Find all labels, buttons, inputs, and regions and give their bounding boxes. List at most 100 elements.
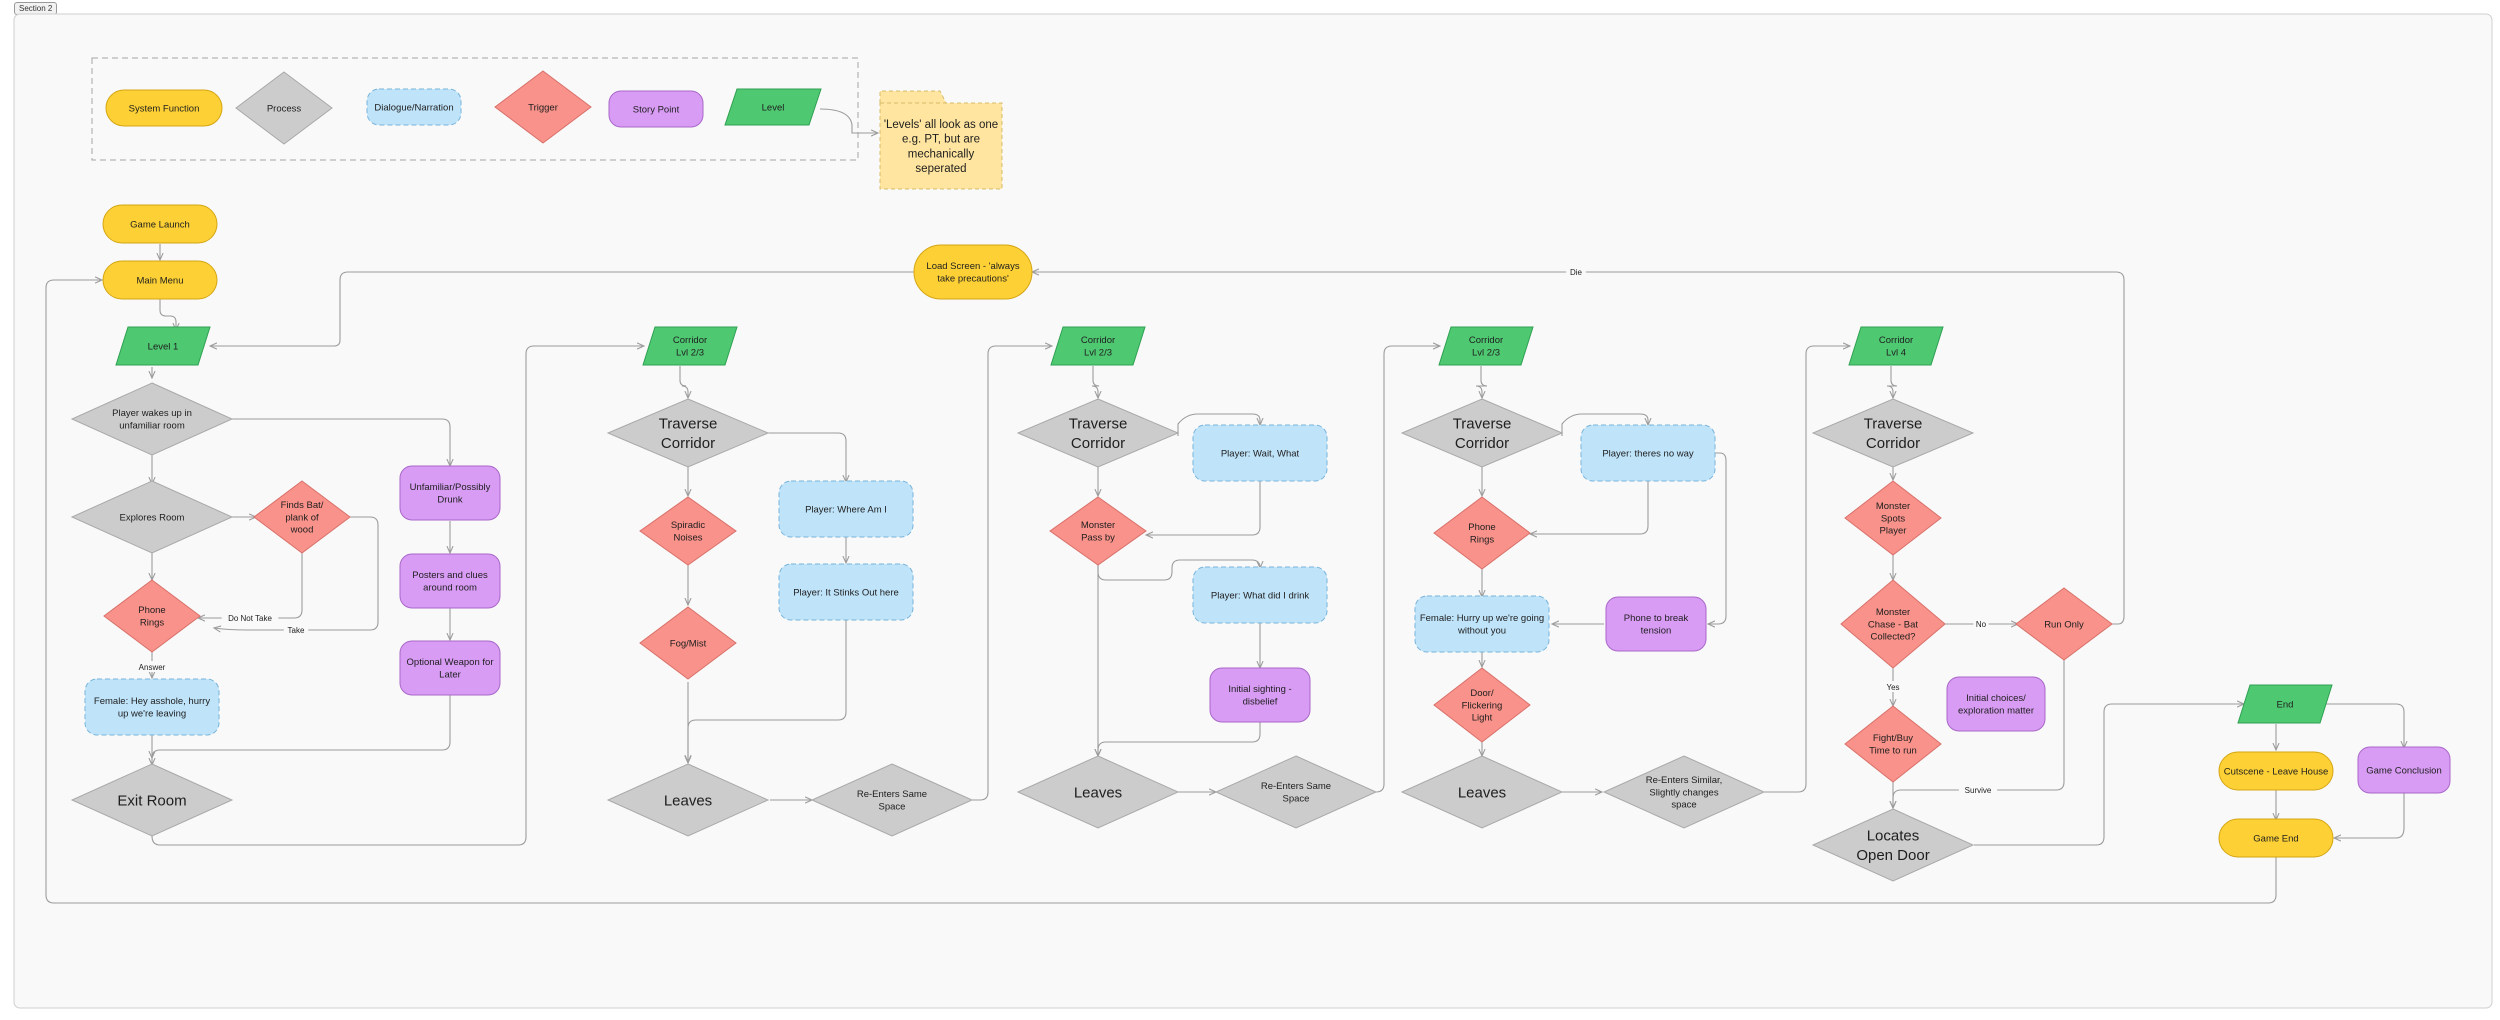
edge-finds-phone1-donottake — [198, 550, 303, 618]
node-game-end[interactable]: Game End — [2218, 818, 2334, 858]
node-c3-tension-shape — [1605, 596, 1707, 652]
node-game-end-label: Game End — [2253, 833, 2298, 844]
node-c3-noway-shape — [1580, 424, 1716, 482]
edge-c2reenter-c3 — [1375, 346, 1440, 793]
node-game-launch[interactable]: Game Launch — [102, 204, 218, 244]
node-posters-shape — [399, 553, 501, 609]
node-c1-stinks-shape — [778, 563, 914, 621]
legend-trigger-shape — [494, 70, 592, 144]
edge-label-do-not-take: Do Not Take — [221, 612, 279, 623]
legend-system[interactable]: System Function — [105, 89, 223, 127]
edge-conclusion-gameend — [2334, 792, 2405, 838]
node-female-1-shape — [84, 678, 220, 736]
node-c2-drink[interactable]: Player: What did I drink — [1192, 566, 1328, 624]
legend-trigger[interactable]: Trigger — [494, 70, 592, 144]
node-c2-wait-shape — [1192, 424, 1328, 482]
node-conclusion[interactable]: Game Conclusion — [2357, 746, 2451, 794]
svg-text:Yes: Yes — [1886, 683, 1899, 692]
node-main-menu[interactable]: Main Menu — [102, 260, 218, 300]
node-end[interactable]: End — [2237, 684, 2333, 724]
node-exit-room[interactable]: Exit Room — [70, 763, 234, 837]
node-c1-reenter-shape — [810, 763, 974, 837]
node-c4-choices-label: Initial choices/exploration matter — [1958, 693, 2034, 716]
legend-dialogue[interactable]: Dialogue/Narration — [366, 88, 462, 126]
legend-process[interactable]: Process — [235, 71, 333, 145]
node-explores-room[interactable]: Explores Room — [70, 480, 234, 554]
node-c2-wait-label: Player: Wait, What — [1221, 448, 1300, 459]
node-c3-noway[interactable]: Player: theres no way — [1580, 424, 1716, 482]
node-c3-leaves[interactable]: Leaves — [1400, 755, 1564, 829]
legend-story[interactable]: Story Point — [608, 90, 704, 128]
node-c1-leaves[interactable]: Leaves — [606, 763, 770, 837]
node-c2-monster-shape — [1049, 496, 1147, 566]
edge-gameend-menu — [45, 280, 2277, 904]
svg-text:Survive: Survive — [1965, 786, 1992, 795]
node-c1-where-label: Player: Where Am I — [805, 504, 887, 515]
node-c2-level-shape — [1050, 326, 1146, 366]
legend-level[interactable]: Level — [724, 88, 822, 126]
edge-c1traverse-where — [768, 432, 846, 482]
edge-c3noway-phone — [1530, 480, 1649, 534]
node-phone-rings-1-shape — [103, 579, 201, 653]
node-c4-run[interactable]: Run Only — [2015, 587, 2113, 661]
node-level1-label: Level 1 — [148, 341, 179, 352]
node-c1-where-shape — [778, 480, 914, 538]
edge-label-survive: Survive — [1958, 784, 1998, 795]
edge-c1level-traverse — [679, 366, 688, 398]
svg-text:No: No — [1976, 620, 1987, 629]
node-c4-choices[interactable]: Initial choices/exploration matter — [1946, 676, 2046, 732]
section-frame — [13, 13, 2493, 1009]
node-c1-where[interactable]: Player: Where Am I — [778, 480, 914, 538]
node-c1-stinks[interactable]: Player: It Stinks Out here — [778, 563, 914, 621]
node-level1[interactable]: Level 1 — [115, 326, 211, 366]
node-c3-reenter-shape — [1602, 755, 1766, 829]
node-c2-sighting[interactable]: Initial sighting -disbelief — [1209, 667, 1311, 723]
node-c2-wait[interactable]: Player: Wait, What — [1192, 424, 1328, 482]
edge-c4locates-end — [1974, 704, 2244, 846]
node-c1-fog[interactable]: Fog/Mist — [639, 606, 737, 680]
node-c2-leaves[interactable]: Leaves — [1016, 755, 1180, 829]
edge-c1stinks-leaves — [688, 620, 847, 762]
edge-c3level-traverse — [1475, 366, 1488, 398]
node-cutscene[interactable]: Cutscene - Leave House — [2218, 751, 2334, 791]
edge-legend-note — [819, 108, 878, 133]
node-c2-leaves-shape — [1016, 755, 1180, 829]
